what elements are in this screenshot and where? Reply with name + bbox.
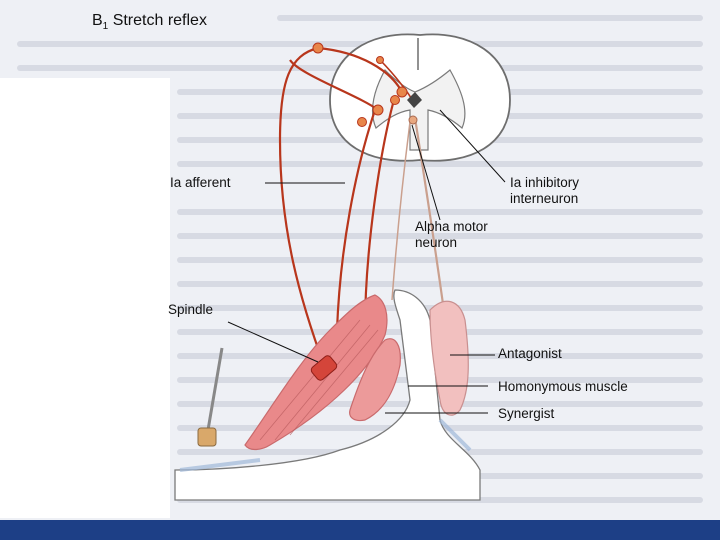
- label-ia-afferent: Ia afferent: [170, 175, 231, 190]
- synaptic-terminals: [312, 42, 422, 127]
- label-alpha-motor: Alpha motor: [415, 219, 488, 234]
- reflex-hammer-icon: [197, 347, 224, 447]
- ia-inhibitory-interneuron-icon: [407, 92, 422, 108]
- leader-lines: [227, 109, 506, 414]
- white-panel: [0, 78, 170, 518]
- label-synergist: Synergist: [498, 406, 555, 421]
- label-interneuron: interneuron: [510, 191, 579, 206]
- tendons: [179, 418, 472, 472]
- label-homonymous-muscle: Homonymous muscle: [498, 379, 628, 394]
- muscles: [244, 294, 469, 451]
- footer-bar: [0, 520, 720, 540]
- label-spindle: Spindle: [168, 302, 214, 317]
- diagram-title: B1 Stretch reflex: [92, 12, 207, 33]
- antagonist-muscle: [429, 300, 469, 416]
- ia-afferent-fiber: [278, 46, 327, 369]
- synergist-muscle: [349, 338, 401, 422]
- muscle-spindle: [310, 355, 338, 381]
- label-antagonist: Antagonist: [498, 346, 562, 361]
- label-ia-inhibitory: Ia inhibitory: [510, 175, 580, 190]
- label-neuron: neuron: [415, 235, 458, 250]
